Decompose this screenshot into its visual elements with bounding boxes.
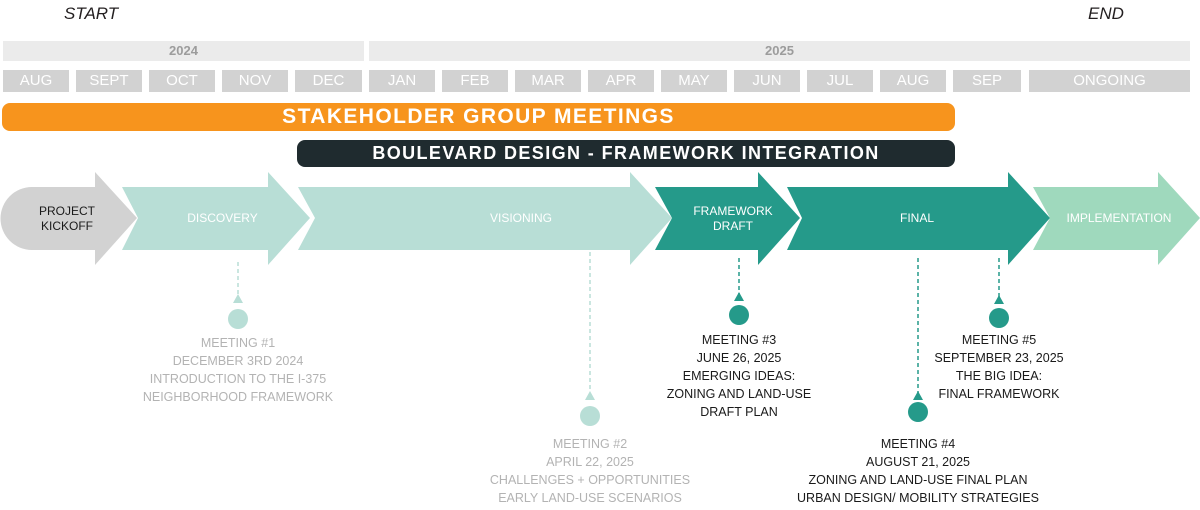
phase-kickoff-arrow (0, 172, 138, 265)
meeting-1-title: MEETING #1 (200, 336, 276, 350)
phase-discovery-label: DISCOVERY (187, 211, 258, 225)
month-jul: JUL (807, 70, 873, 92)
meeting-3-topic-1: EMERGING IDEAS: (682, 369, 796, 383)
meeting-3-text: MEETING #3 JUNE 26, 2025 EMERGING IDEAS:… (624, 331, 854, 421)
meeting-2-topic-2: EARLY LAND-USE SCENARIOS (498, 491, 682, 505)
month-jun: JUN (734, 70, 800, 92)
meeting-5-marker (989, 258, 1009, 328)
meeting-4-marker (908, 258, 928, 422)
meeting-3-title: MEETING #3 (701, 333, 777, 347)
start-label: START (64, 4, 119, 23)
meeting-1-marker (228, 262, 248, 329)
meeting-5-title: MEETING #5 (961, 333, 1037, 347)
meeting-2-date: APRIL 22, 2025 (546, 455, 634, 469)
meeting-1-date: DECEMBER 3RD 2024 (172, 354, 304, 368)
meeting-4-title: MEETING #4 (880, 437, 956, 451)
month-jan: JAN (369, 70, 435, 92)
month-ongoing: ONGOING (1029, 70, 1190, 92)
month-sep: SEP (953, 70, 1021, 92)
meeting-5-text: MEETING #5 SEPTEMBER 23, 2025 THE BIG ID… (884, 331, 1114, 403)
phase-framework-draft-arrow (655, 172, 800, 265)
meeting-3-topic-3: DRAFT PLAN (700, 405, 778, 419)
meeting-1-topic-2: NEIGHBORHOOD FRAMEWORK (142, 390, 334, 404)
end-label: END (1088, 4, 1124, 23)
meeting-5-topic-1: THE BIG IDEA: (955, 369, 1043, 383)
phase-implementation-label: IMPLEMENTATION (1066, 211, 1172, 225)
phase-implementation-arrow (1033, 172, 1200, 265)
meeting-2-marker (580, 252, 600, 426)
meeting-5-topic-2: FINAL FRAMEWORK (938, 387, 1060, 401)
phase-discovery-arrow (122, 172, 310, 265)
meeting-4-date: AUGUST 21, 2025 (866, 455, 970, 469)
meeting-5-date: SEPTEMBER 23, 2025 (934, 351, 1064, 365)
stakeholder-meetings-bar: STAKEHOLDER GROUP MEETINGS (2, 103, 955, 131)
year-2025: 2025 (369, 41, 1190, 61)
month-mar: MAR (515, 70, 581, 92)
meeting-3-marker (729, 258, 749, 325)
month-may: MAY (661, 70, 727, 92)
phase-framework-draft-line1: FRAMEWORK (693, 204, 773, 218)
meeting-2-title: MEETING #2 (552, 437, 628, 451)
phase-kickoff-line2: KICKOFF (40, 219, 93, 233)
meeting-4-topic-1: ZONING AND LAND-USE FINAL PLAN (808, 473, 1028, 487)
meeting-2-text: MEETING #2 APRIL 22, 2025 CHALLENGES + O… (470, 435, 710, 507)
meeting-1-topic-1: INTRODUCTION TO THE I-375 (149, 372, 327, 386)
meeting-2-topic-1: CHALLENGES + OPPORTUNITIES (489, 473, 691, 487)
month-aug-2025: AUG (880, 70, 946, 92)
phase-visioning-arrow (298, 172, 672, 265)
phase-kickoff-label: PROJECT KICKOFF (14, 204, 120, 234)
year-2024: 2024 (3, 41, 364, 61)
boulevard-design-bar: BOULEVARD DESIGN - FRAMEWORK INTEGRATION (297, 140, 955, 167)
meeting-3-date: JUNE 26, 2025 (696, 351, 782, 365)
month-aug-2024: AUG (3, 70, 69, 92)
meeting-4-topic-2: URBAN DESIGN/ MOBILITY STRATEGIES (797, 491, 1039, 505)
meeting-1-text: MEETING #1 DECEMBER 3RD 2024 INTRODUCTIO… (118, 334, 358, 406)
meeting-3-topic-2: ZONING AND LAND-USE (666, 387, 812, 401)
phase-final-label: FINAL (899, 211, 934, 225)
month-apr: APR (588, 70, 654, 92)
month-nov: NOV (222, 70, 288, 92)
month-sept: SEPT (76, 70, 142, 92)
phase-framework-draft-line2: DRAFT (713, 219, 753, 233)
month-feb: FEB (442, 70, 508, 92)
phase-final-arrow (787, 172, 1050, 265)
month-dec: DEC (295, 70, 362, 92)
month-oct: OCT (149, 70, 215, 92)
meeting-4-text: MEETING #4 AUGUST 21, 2025 ZONING AND LA… (778, 435, 1058, 507)
phase-visioning-label: VISIONING (489, 211, 552, 225)
phase-kickoff-line1: PROJECT (38, 204, 95, 218)
phase-framework-draft-label: FRAMEWORK DRAFT (670, 204, 796, 234)
